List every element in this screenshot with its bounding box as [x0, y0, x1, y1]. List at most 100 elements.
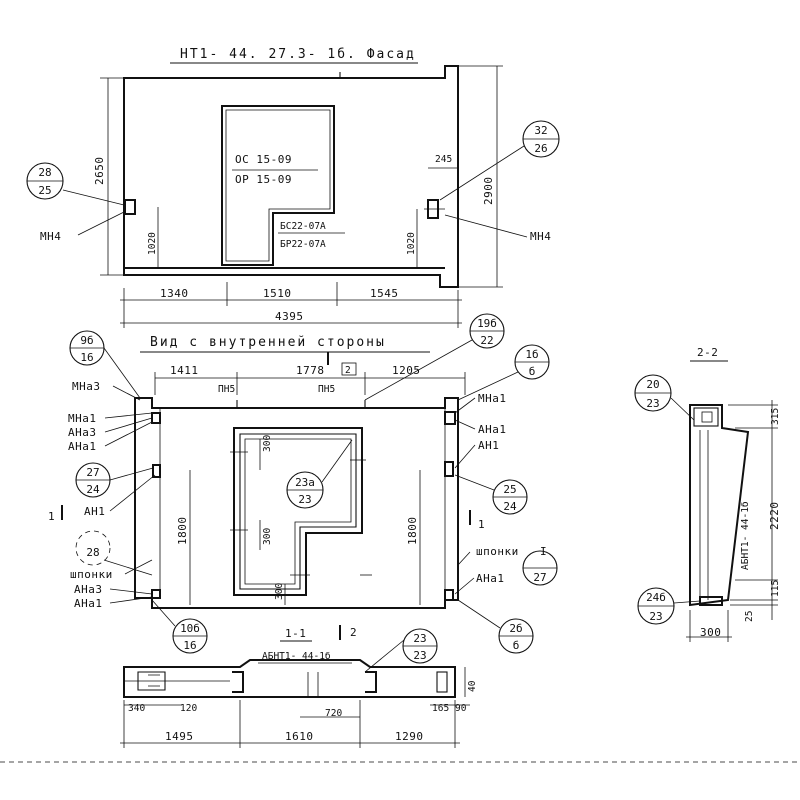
- svg-text:20: 20: [646, 378, 659, 391]
- facade-dim-seg1: 1340: [160, 287, 189, 300]
- svg-text:23: 23: [298, 493, 311, 506]
- section-2-profile: [689, 404, 750, 607]
- s2-dim-bottom: 25: [744, 611, 755, 622]
- inner-dim-300b: 300: [262, 528, 273, 545]
- callout-right-bottom: 26: [534, 142, 547, 155]
- s1-dim-g: 1610: [285, 730, 314, 743]
- facade-dim-sill-left: 1020: [147, 232, 158, 255]
- s2-dim-width: 300: [700, 626, 721, 639]
- s1-dim-b: 120: [180, 703, 197, 714]
- callout-left-bottom: 25: [38, 184, 51, 197]
- svg-text:10б: 10б: [180, 622, 200, 635]
- facade-dim-sill-right: 1020: [406, 232, 417, 255]
- label-mna1-a: МНа1: [68, 412, 97, 425]
- facade-dim-h-left: 2650: [93, 157, 106, 186]
- svg-text:б: б: [529, 365, 536, 378]
- label-an1-left: АН1: [84, 505, 105, 518]
- window-label-top: ОС 15-09: [235, 153, 292, 166]
- section-1-label: АБНТ1- 44-1б: [262, 651, 331, 662]
- s1-dim-e: 90: [455, 703, 467, 714]
- facade-dim-h-right: 2900: [482, 177, 495, 206]
- s1-dim-d: 165: [432, 703, 449, 714]
- callout-right-label: МН4: [530, 230, 551, 243]
- svg-text:24б: 24б: [646, 591, 666, 604]
- window-door-opening: [221, 105, 335, 266]
- facade-dim-small: 245: [435, 154, 452, 165]
- section-mark-left: 1: [48, 510, 55, 523]
- s2-dim-top: 315: [770, 408, 781, 425]
- label-ana3-b: АНа3: [74, 583, 103, 596]
- label-ana1-a: АНа1: [68, 440, 97, 453]
- embedded-plate-left: [124, 199, 136, 215]
- svg-text:23: 23: [413, 632, 426, 645]
- svg-text:2б: 2б: [509, 622, 522, 635]
- inner-view: Вид с внутренней стороны 1411 1778 2 120…: [48, 313, 558, 654]
- svg-text:28: 28: [86, 546, 99, 559]
- inner-dim-h-left: 1800: [176, 517, 189, 546]
- s1-dim-a: 340: [128, 703, 145, 714]
- svg-text:24: 24: [503, 500, 517, 513]
- inner-opening-outer: [233, 427, 363, 596]
- s1-dim-c: 720: [325, 708, 342, 719]
- label-mna1-right: МНа1: [478, 392, 507, 405]
- inner-panel: [134, 397, 459, 609]
- section-2-2: 2-2 АБНТ1- 44-1б 315 2220 115 25 300 20 …: [634, 346, 781, 642]
- svg-text:27: 27: [533, 571, 546, 584]
- svg-text:24: 24: [86, 483, 100, 496]
- svg-text:б: б: [513, 639, 520, 652]
- s2-dim-low: 115: [770, 580, 781, 597]
- svg-text:23: 23: [413, 649, 426, 662]
- section-1-profile: [123, 659, 456, 698]
- s1-dim-v: 40: [467, 680, 478, 692]
- label-pn5-b: ПН5: [318, 384, 335, 395]
- facade-dim-total: 4395: [275, 310, 304, 323]
- door-label-top: БС22-07А: [280, 221, 326, 232]
- svg-text:1б: 1б: [525, 348, 538, 361]
- facade-title: НТ1- 44. 27.3- 1б. Фасад: [180, 47, 416, 62]
- svg-text:25: 25: [503, 483, 516, 496]
- svg-text:16: 16: [183, 639, 196, 652]
- label-ana3-a: АНа3: [68, 426, 97, 439]
- door-label-bottom: БР22-07А: [280, 239, 326, 250]
- section-2-label: АБНТ1- 44-1б: [740, 501, 751, 570]
- label-ana1-right: АНа1: [478, 423, 507, 436]
- inner-dim-top-mid: 2: [345, 365, 351, 376]
- facade-dim-seg2: 1510: [263, 287, 292, 300]
- svg-text:9б: 9б: [80, 334, 93, 347]
- svg-text:22: 22: [480, 334, 493, 347]
- inner-dim-300c: 300: [274, 583, 285, 600]
- callout-right-top: 32: [534, 124, 547, 137]
- s2-dim-mid: 2220: [768, 502, 781, 531]
- window-label-bottom: ОР 15-09: [235, 173, 292, 186]
- svg-text:27: 27: [86, 466, 99, 479]
- svg-text:19б: 19б: [477, 317, 497, 330]
- inner-dim-top3: 1205: [392, 364, 421, 377]
- s1-dim-h: 1290: [395, 730, 424, 743]
- facade-dim-seg3: 1545: [370, 287, 399, 300]
- inner-opening-inner: [239, 433, 357, 590]
- section-mark-bottom: 2: [350, 626, 357, 639]
- section-1-title: 1-1: [285, 627, 306, 640]
- inner-view-title: Вид с внутренней стороны: [150, 335, 386, 350]
- svg-text:23а: 23а: [295, 476, 315, 489]
- svg-text:23: 23: [646, 397, 659, 410]
- label-mna3-top: МНа3: [72, 380, 101, 393]
- callout-28: [75, 530, 111, 566]
- inner-dim-h-right: 1800: [406, 517, 419, 546]
- callout-left-top: 28: [38, 166, 51, 179]
- label-an1-right: АН1: [478, 439, 499, 452]
- label-ana1-right-b: АНа1: [476, 572, 505, 585]
- inner-dim-top1: 1411: [170, 364, 199, 377]
- label-ana1-b: АНа1: [74, 597, 103, 610]
- label-shponki-left: шпонки: [70, 568, 113, 581]
- inner-dim-top2: 1778: [296, 364, 325, 377]
- s1-dim-f: 1495: [165, 730, 194, 743]
- label-pn5-a: ПН5: [218, 384, 235, 395]
- facade-view: НТ1- 44. 27.3- 1б. Фасад ОС 15-09 ОР 15-…: [26, 47, 560, 328]
- section-mark-right: 1: [478, 518, 485, 531]
- svg-text:23: 23: [649, 610, 662, 623]
- callout-left-label: МН4: [40, 230, 61, 243]
- svg-text:16: 16: [80, 351, 93, 364]
- label-shponki-right: шпонки: [476, 545, 519, 558]
